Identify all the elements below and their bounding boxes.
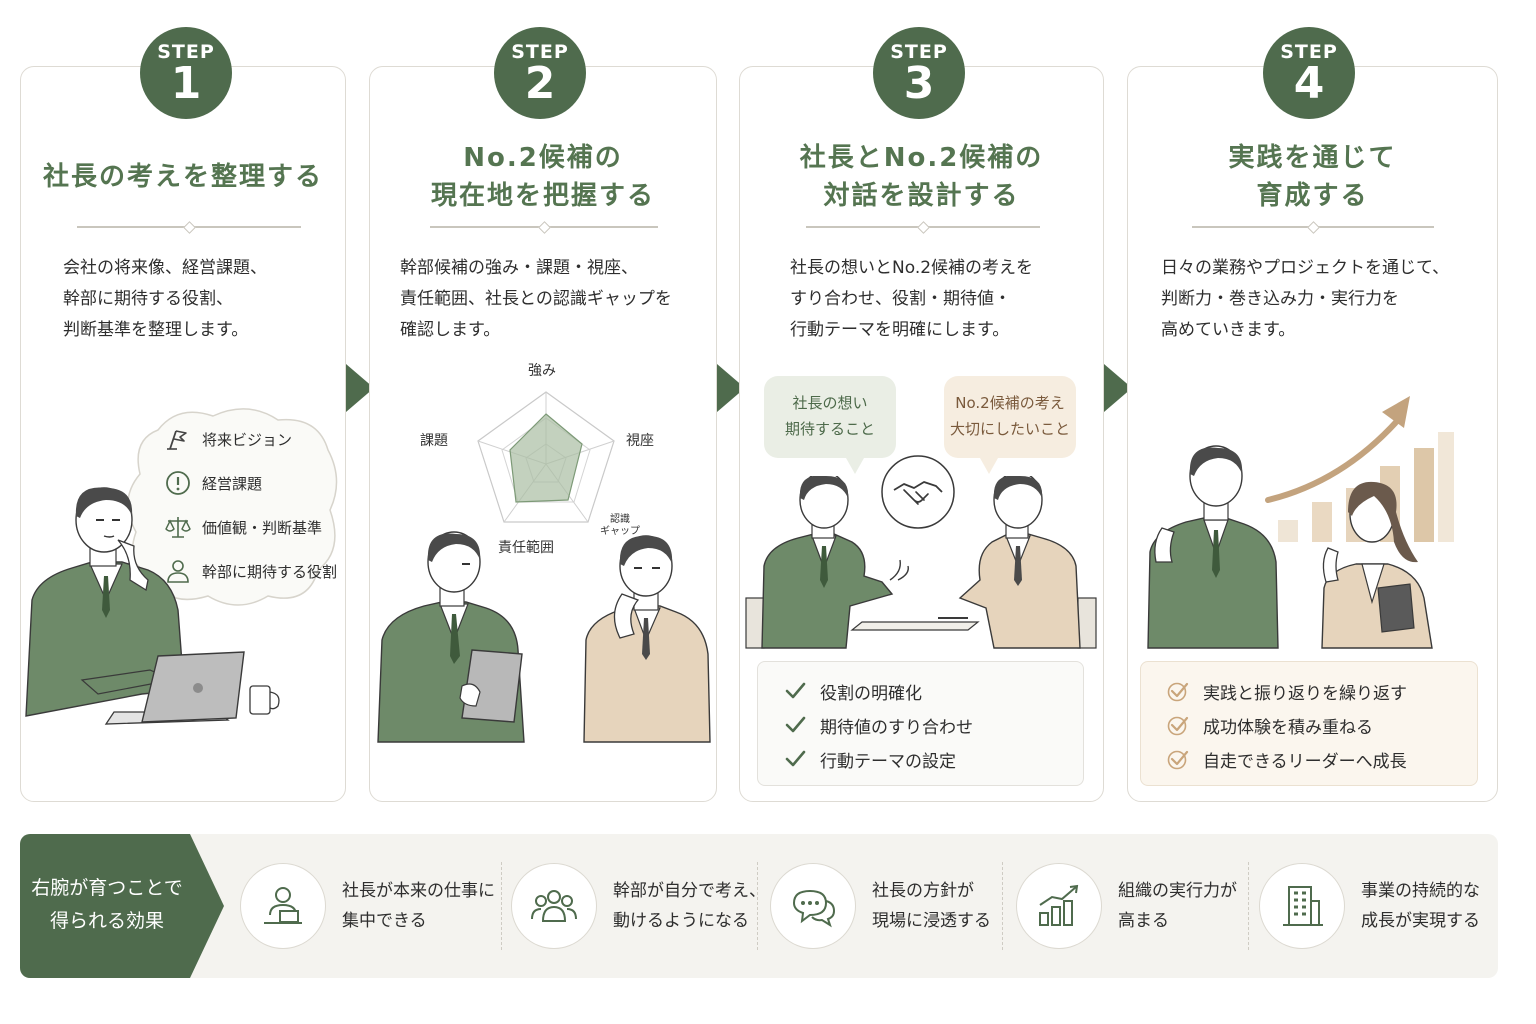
- effect-item-autonomy: 幹部が自分で考え、 動けるようになる: [511, 860, 766, 952]
- effect-item-execution: 組織の実行力が 高まる: [1016, 860, 1237, 952]
- check-icon: [785, 682, 806, 699]
- step-3-description: 社長の想いとNo.2候補の考えを すり合わせ、役割・期待値・ 行動テーマを明確に…: [790, 258, 1034, 340]
- checklist-item: 期待値のすり合わせ: [784, 708, 1083, 742]
- checklist-item: 行動テーマの設定: [784, 742, 1083, 776]
- speech-bubble-candidate: No.2候補の考え 大切にしたいこと: [944, 376, 1076, 474]
- speech-bubble-president: 社長の想い 期待すること: [764, 376, 896, 474]
- thought-item: 価値観・判断基準: [164, 505, 337, 549]
- radar-label-perspective: 視座: [626, 433, 654, 449]
- radar-chart: [477, 391, 615, 523]
- growth-chart-icon: [1039, 884, 1079, 926]
- person-icon: [167, 560, 189, 583]
- exclamation-icon: [166, 471, 190, 495]
- effect-divider: [1248, 862, 1249, 950]
- handshake-icon: [881, 455, 955, 529]
- dialogue-illustration: [745, 476, 1097, 649]
- step-2-description: 幹部候補の強み・課題・視座、 責任範囲、社長との認識ギャップを 確認します。: [400, 258, 672, 340]
- person-laptop-icon: [264, 887, 302, 924]
- effect-divider: [757, 862, 758, 950]
- flag-icon: [167, 430, 187, 450]
- effects-heading: 右腕が育つことで 得られる効果: [20, 834, 224, 978]
- thought-item: 将来ビジョン: [164, 417, 337, 461]
- effect-item-policy: 社長の方針が 現場に浸透する: [770, 860, 991, 952]
- check-icon: [785, 716, 806, 733]
- effect-item-focus: 社長が本来の仕事に 集中できる: [240, 860, 495, 952]
- radar-label-gap: 認識 ギャップ: [600, 514, 640, 537]
- radar-label-issues: 課題: [420, 433, 448, 449]
- check-icon: [785, 750, 806, 767]
- step-3-title: 社長とNo.2候補の対話を設計する: [799, 143, 1044, 211]
- scale-icon: [165, 517, 191, 538]
- step-4-divider: [1192, 226, 1434, 228]
- step-4-description: 日々の業務やプロジェクトを通じて、 判断力・巻き込み力・実行力を 高めていきます…: [1161, 258, 1450, 340]
- check-circle-icon: [1167, 682, 1189, 702]
- thought-item: 経営課題: [164, 461, 337, 505]
- step-1-description: 会社の将来像、経営課題、 幹部に期待する役割、 判断基準を整理します。: [63, 258, 267, 340]
- thinking-businessman-illustration: [25, 487, 280, 725]
- effect-divider: [1002, 862, 1003, 950]
- two-businessmen-tablet-illustration: [377, 531, 711, 743]
- building-icon: [1283, 886, 1323, 926]
- checklist-item: 自走できるリーダーへ成長: [1167, 742, 1477, 776]
- step-4-checklist: 実践と振り返りを繰り返す 成功体験を積み重ねる 自走できるリーダーへ成長: [1140, 661, 1478, 786]
- step-4-title: 実践を通じて育成する: [1228, 143, 1397, 211]
- growth-illustration: [1147, 396, 1454, 649]
- effect-divider: [501, 862, 502, 950]
- step-3-checklist: 役割の明確化 期待値のすり合わせ 行動テーマの設定: [757, 661, 1084, 786]
- step-1-title: 社長の考えを整理する: [42, 162, 323, 192]
- check-circle-icon: [1167, 750, 1189, 770]
- effect-item-sustainable: 事業の持続的な 成長が実現する: [1259, 860, 1480, 952]
- step-1-divider: [77, 226, 301, 228]
- step-1-thought-list: 将来ビジョン 経営課題 価値観・判断基準 幹部に期待する役割: [164, 417, 337, 593]
- radar-label-responsibility: 責任範囲: [498, 540, 554, 556]
- checklist-item: 役割の明確化: [784, 674, 1083, 708]
- checklist-item: 実践と振り返りを繰り返す: [1167, 674, 1477, 708]
- step-3-divider: [806, 226, 1040, 228]
- step-2-title: No.2候補の現在地を把握する: [430, 143, 655, 211]
- step-2-divider: [430, 226, 658, 228]
- check-circle-icon: [1167, 716, 1189, 736]
- thought-item: 幹部に期待する役割: [164, 549, 337, 593]
- checklist-item: 成功体験を積み重ねる: [1167, 708, 1477, 742]
- speech-bubbles-icon: [792, 889, 836, 928]
- team-icon: [531, 890, 577, 922]
- radar-label-strength: 強み: [528, 363, 556, 379]
